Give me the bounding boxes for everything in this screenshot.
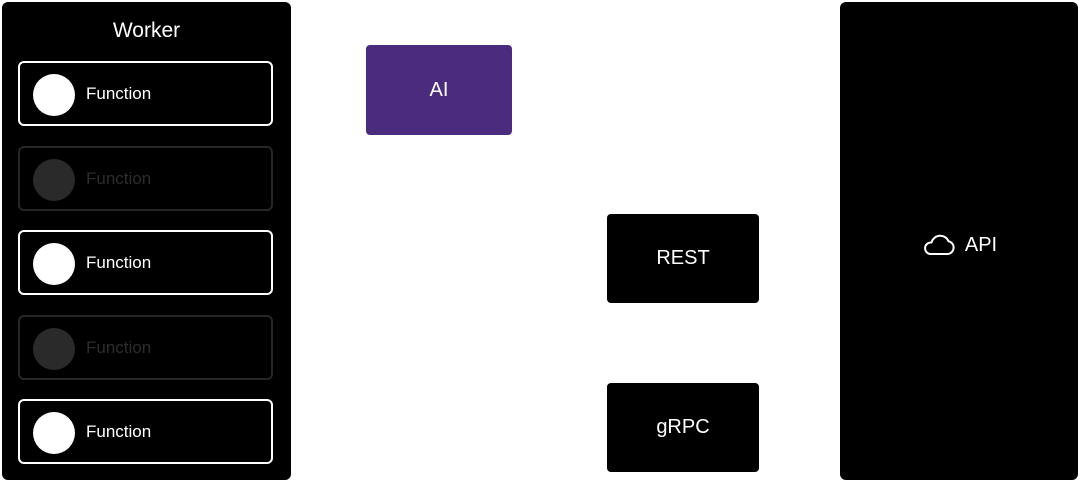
grpc-box[interactable]: gRPC — [607, 383, 759, 472]
function-card-3[interactable]: Function — [18, 230, 273, 295]
function-label: Function — [86, 252, 152, 272]
function-label: Function — [86, 337, 152, 357]
function-card-2[interactable]: Function — [18, 146, 273, 211]
function-label: Function — [86, 83, 152, 103]
function-status-dot — [33, 243, 75, 285]
api-label: API — [964, 233, 998, 256]
worker-title: Worker — [112, 19, 181, 42]
function-status-dot — [33, 159, 75, 201]
function-status-dot — [33, 328, 75, 370]
function-card-5[interactable]: Function — [18, 399, 273, 464]
rest-box[interactable]: REST — [607, 214, 759, 303]
function-status-dot — [33, 412, 75, 454]
worker-panel: Worker Function Function Function Functi… — [2, 2, 291, 480]
function-status-dot — [33, 74, 75, 116]
function-card-4[interactable]: Function — [18, 315, 273, 380]
api-header: API — [840, 230, 1078, 260]
ai-box[interactable]: AI — [366, 45, 512, 135]
api-panel[interactable]: API — [840, 2, 1078, 480]
cloud-icon — [923, 234, 955, 255]
function-card-1[interactable]: Function — [18, 61, 273, 126]
function-label: Function — [86, 168, 152, 188]
function-label: Function — [86, 421, 152, 441]
